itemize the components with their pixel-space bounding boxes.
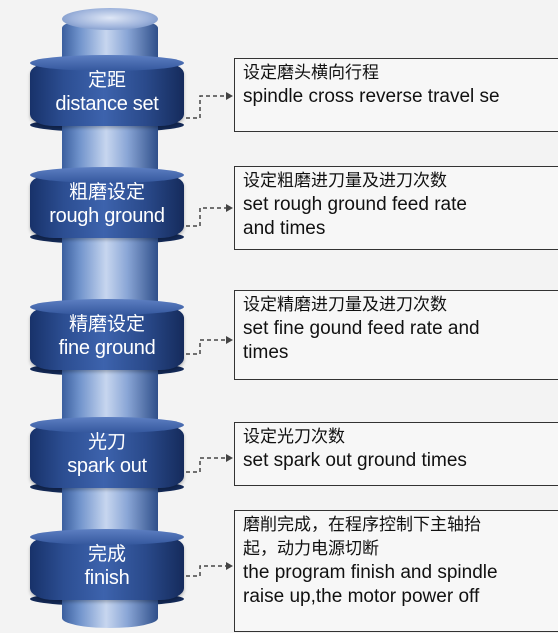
stage-spark-out: 光刀 spark out [30, 417, 184, 494]
description-zh-line: 磨削完成，在程序控制下主轴抬 [243, 515, 481, 535]
stage-label-zh: 光刀 [87, 431, 126, 453]
connector-arrow [186, 454, 233, 473]
description-zh: 设定光刀次数 [243, 427, 345, 447]
connector-arrow [186, 204, 233, 227]
description-zh: 设定精磨进刀量及进刀次数 [243, 295, 447, 315]
description-box-fine-ground: 设定精磨进刀量及进刀次数 set fine gound feed rate an… [234, 290, 558, 380]
stage-label-zh: 定距 [87, 69, 126, 91]
description-en-line: set spark out ground times [243, 450, 467, 471]
connector-arrow [186, 92, 233, 119]
description-box-distance-set: 设定磨头横向行程 spindle cross reverse travel se [234, 58, 558, 132]
stage-label-en: distance set [55, 93, 159, 115]
description-zh-line: 起，动力电源切断 [243, 539, 379, 559]
connector-arrow [186, 336, 233, 355]
stage-fine-ground: 精磨设定 fine ground [30, 299, 184, 376]
description-en-line: set fine gound feed rate and [243, 318, 480, 339]
description-box-finish: 磨削完成，在程序控制下主轴抬 起，动力电源切断 the program fini… [234, 510, 558, 632]
stage-label-en: fine ground [58, 337, 156, 359]
connector-arrow [186, 562, 233, 577]
description-zh: 设定粗磨进刀量及进刀次数 [243, 171, 447, 191]
stage-label-zh: 完成 [87, 543, 126, 565]
description-box-spark-out: 设定光刀次数 set spark out ground times [234, 422, 558, 486]
stage-finish: 完成 finish [30, 529, 184, 606]
description-en-line: spindle cross reverse travel se [243, 86, 500, 107]
spindle-shaft-top [62, 8, 158, 30]
stage-label-en: spark out [67, 455, 147, 477]
stage-label-en: finish [84, 567, 130, 589]
description-zh: 设定磨头横向行程 [243, 63, 379, 83]
description-en-line: set rough ground feed rate [243, 194, 467, 215]
stage-label-zh: 粗磨设定 [68, 181, 145, 203]
description-en-line: times [243, 342, 289, 363]
description-en-line: and times [243, 218, 326, 239]
description-en-line: the program finish and spindle [243, 562, 498, 583]
description-box-rough-ground: 设定粗磨进刀量及进刀次数 set rough ground feed rate … [234, 166, 558, 250]
stage-label-en: rough ground [49, 205, 165, 227]
stage-label-zh: 精磨设定 [68, 313, 145, 335]
stage-distance-set: 定距 distance set [30, 55, 184, 132]
stage-rough-ground: 粗磨设定 rough ground [30, 167, 184, 244]
description-en-line: raise up,the motor power off [243, 586, 480, 607]
